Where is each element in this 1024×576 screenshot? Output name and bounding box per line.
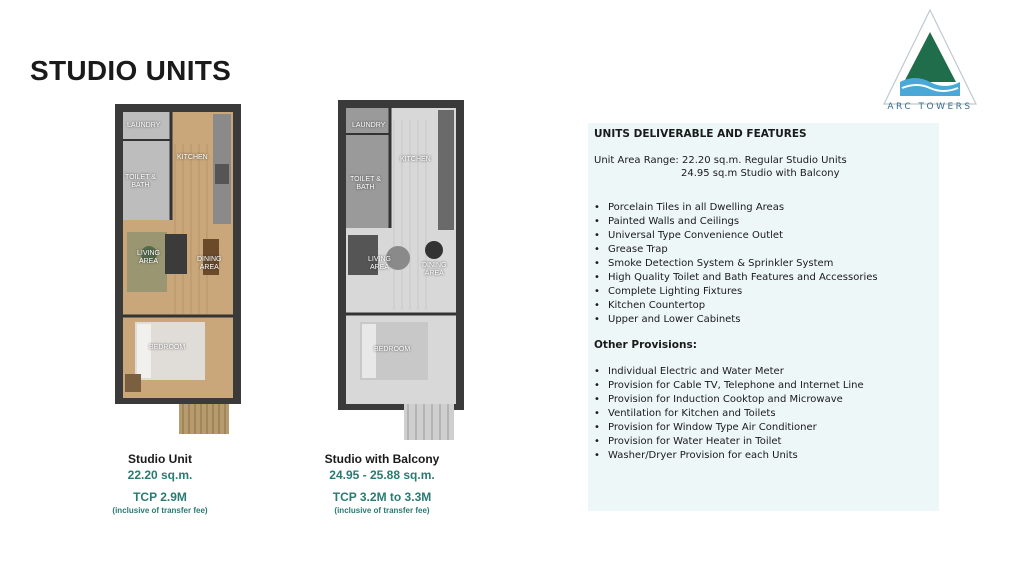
arc-towers-logo bbox=[880, 8, 980, 118]
studio-balcony-caption: Studio with Balcony 24.95 - 25.88 sq.m. … bbox=[298, 452, 466, 515]
feature-item: Universal Type Convenience Outlet bbox=[594, 229, 933, 243]
feature-item: Painted Walls and Ceilings bbox=[594, 215, 933, 229]
unit-name: Studio with Balcony bbox=[324, 452, 440, 466]
studio-unit-caption: Studio Unit 22.20 sq.m. TCP 2.9M (inclus… bbox=[90, 452, 230, 515]
feature-item: Smoke Detection System & Sprinkler Syste… bbox=[594, 257, 933, 271]
unit-tcp: TCP 2.9M bbox=[133, 490, 187, 504]
provision-item: Washer/Dryer Provision for each Units bbox=[594, 449, 933, 463]
room-label-living: LIVING AREA bbox=[137, 250, 160, 265]
room-label-bedroom: BEDROOM bbox=[149, 344, 186, 351]
room-label-laundry: LAUNDRY bbox=[127, 122, 161, 129]
unit-tcp-note: (inclusive of transfer fee) bbox=[334, 506, 430, 515]
room-label-living: LIVING AREA bbox=[368, 256, 391, 271]
room-label-bedroom: BEDROOM bbox=[374, 346, 411, 353]
feature-item: High Quality Toilet and Bath Features an… bbox=[594, 271, 933, 285]
studio-balcony-floor-plan: LAUNDRY KITCHEN TOILET & BATH LIVING ARE… bbox=[338, 100, 468, 440]
room-label-dining: DINING AREA bbox=[197, 256, 222, 271]
feature-item: Complete Lighting Fixtures bbox=[594, 285, 933, 299]
provision-item: Provision for Water Heater in Toilet bbox=[594, 435, 933, 449]
provisions-list: Individual Electric and Water Meter Prov… bbox=[594, 365, 933, 463]
unit-area-range-line1: Unit Area Range: 22.20 sq.m. Regular Stu… bbox=[594, 155, 847, 166]
unit-tcp-note: (inclusive of transfer fee) bbox=[112, 506, 208, 515]
unit-area-range: Unit Area Range: 22.20 sq.m. Regular Stu… bbox=[594, 154, 933, 180]
room-label-toilet: TOILET & BATH bbox=[125, 174, 156, 189]
feature-item: Grease Trap bbox=[594, 243, 933, 257]
feature-item: Porcelain Tiles in all Dwelling Areas bbox=[594, 201, 933, 215]
room-label-kitchen: KITCHEN bbox=[400, 156, 431, 163]
unit-area-range-line2: 24.95 sq.m Studio with Balcony bbox=[681, 168, 840, 179]
unit-tcp: TCP 3.2M to 3.3M bbox=[332, 490, 432, 504]
provision-item: Individual Electric and Water Meter bbox=[594, 365, 933, 379]
room-label-toilet: TOILET & BATH bbox=[350, 176, 381, 191]
logo-wordmark: ARC TOWERS bbox=[887, 102, 973, 112]
room-label-laundry: LAUNDRY bbox=[352, 122, 386, 129]
page-title: STUDIO UNITS bbox=[30, 55, 232, 86]
provision-item: Provision for Induction Cooktop and Micr… bbox=[594, 393, 933, 407]
unit-area: 22.20 sq.m. bbox=[127, 468, 193, 482]
provision-item: Provision for Window Type Air Conditione… bbox=[594, 421, 933, 435]
features-list: Porcelain Tiles in all Dwelling Areas Pa… bbox=[594, 201, 933, 327]
room-label-dining: DINING AREA bbox=[422, 262, 447, 277]
feature-item: Kitchen Countertop bbox=[594, 299, 933, 313]
feature-item: Upper and Lower Cabinets bbox=[594, 313, 933, 327]
room-label-kitchen: KITCHEN bbox=[177, 154, 208, 161]
features-heading: UNITS DELIVERABLE AND FEATURES bbox=[594, 128, 807, 140]
provision-item: Provision for Cable TV, Telephone and In… bbox=[594, 379, 933, 393]
provision-item: Ventilation for Kitchen and Toilets bbox=[594, 407, 933, 421]
studio-unit-floor-plan: LAUNDRY KITCHEN TOILET & BATH LIVING ARE… bbox=[115, 104, 245, 434]
unit-area: 24.95 - 25.88 sq.m. bbox=[329, 468, 435, 482]
unit-name: Studio Unit bbox=[128, 452, 192, 466]
features-panel: UNITS DELIVERABLE AND FEATURES Unit Area… bbox=[588, 123, 939, 511]
other-provisions-heading: Other Provisions: bbox=[594, 339, 697, 351]
